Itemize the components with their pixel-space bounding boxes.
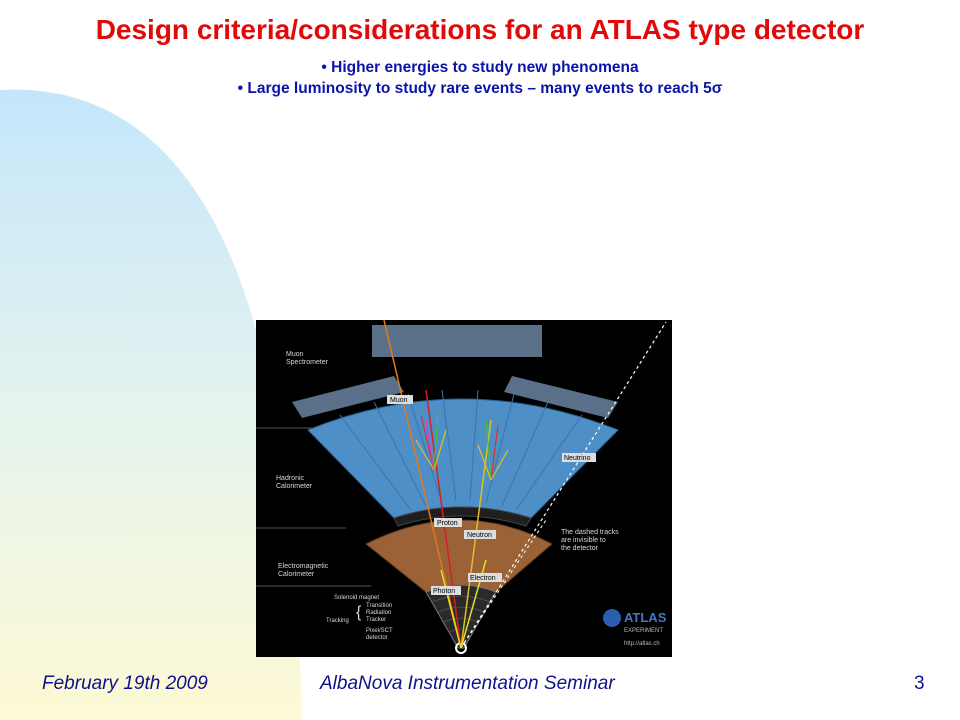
slide-title: Design criteria/considerations for an AT… [95,14,865,45]
svg-text:Calorimeter: Calorimeter [276,483,313,490]
label-pixel-sct: Pixel/SCT [366,628,393,634]
hadronic-shower-left [415,411,447,471]
label-dashed-tracks: The dashed tracks [561,529,619,536]
atlas-detector-figure: Muon Spectrometer Hadronic Calorimeter E… [256,319,672,657]
label-proton: Proton [437,520,458,527]
bullet-item: • Large luminosity to study rare events … [237,80,723,97]
svg-text:the detector: the detector [561,545,599,552]
label-em-calorimeter: Electromagnetic [278,563,329,570]
muon-chamber-left [292,376,404,418]
atlas-logo: ATLAS EXPERIMENT http://atlas.ch [603,609,667,647]
muon-chamber-right [504,376,618,418]
label-hadronic-calorimeter: Hadronic [276,475,305,482]
svg-text:Radiation: Radiation [366,610,391,616]
svg-text:Calorimeter: Calorimeter [278,571,315,578]
label-solenoid: Solenoid magnet [334,595,379,601]
label-electron: Electron [470,575,496,582]
brace-icon: { [356,604,362,621]
page-number: 3 [914,673,925,694]
svg-text:EXPERIMENT: EXPERIMENT [624,628,663,634]
label-neutron: Neutron [467,532,492,539]
label-tracking: Tracking [326,618,349,624]
muon-chamber-top [372,325,542,357]
svg-text:Spectrometer: Spectrometer [286,359,329,366]
neutrino-track [460,321,667,649]
svg-text:detector: detector [366,635,388,641]
label-muon-spectrometer: Muon [286,351,304,358]
hadronic-shower-right [477,419,509,481]
svg-text:are invisible to: are invisible to [561,537,606,544]
label-neutrino: Neutrino [564,455,591,462]
bullet-item: • Higher energies to study new phenomena [321,59,639,76]
svg-text:http://atlas.ch: http://atlas.ch [624,641,660,647]
footer-seminar-title: AlbaNova Instrumentation Seminar [320,673,615,694]
label-photon: Photon [433,588,455,595]
em-calorimeter [365,519,553,593]
label-muon: Muon [390,397,408,404]
bullet-list: • Higher energies to study new phenomena… [0,57,960,99]
svg-text:Tracker: Tracker [366,617,386,623]
label-trt: Transition [366,603,392,609]
atlas-detector-diagram: Muon Spectrometer Hadronic Calorimeter E… [256,319,667,654]
svg-text:ATLAS: ATLAS [624,610,667,625]
footer-date: February 19th 2009 [42,673,208,694]
